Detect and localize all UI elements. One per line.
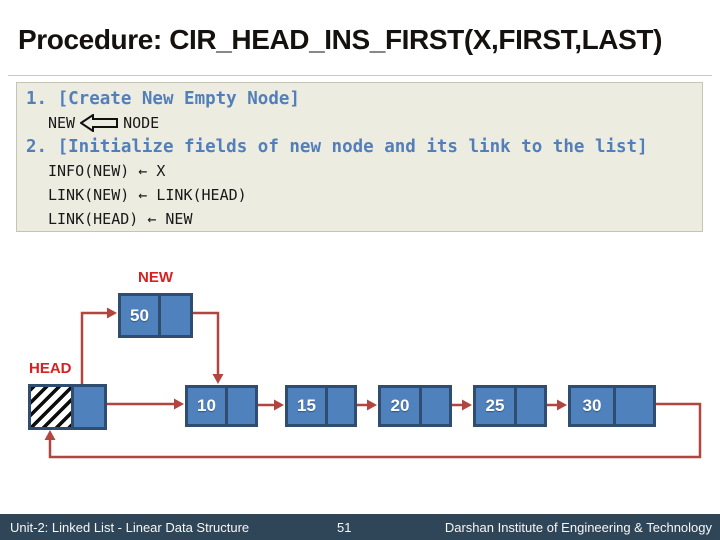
- node-link-cell: [422, 388, 449, 424]
- node-info-cell: 25: [476, 388, 517, 424]
- arrowhead-into-new: [107, 307, 117, 319]
- head-pointer-label: HEAD: [29, 360, 72, 377]
- page-title: Procedure: CIR_HEAD_INS_FIRST(X,FIRST,LA…: [18, 24, 662, 55]
- node-10: 10: [185, 385, 258, 427]
- node-link-cell: [616, 388, 653, 424]
- connector-arrows: [44, 307, 702, 459]
- code-statement: LINK(NEW) ← LINK(HEAD): [48, 186, 247, 204]
- assign-source: NODE: [123, 114, 160, 132]
- node-link-cell: [161, 296, 190, 335]
- code-assign-line: NEW NODE: [48, 111, 702, 135]
- node-new: 50: [118, 293, 193, 338]
- arrowhead-into-15: [274, 399, 284, 411]
- linked-list-diagram: NEW HEAD 50 10 15 20 25 30: [0, 250, 720, 480]
- connector-new-to-10: [193, 311, 220, 375]
- code-statement: LINK(HEAD) ← NEW: [48, 210, 193, 228]
- node-link-cell: [328, 388, 354, 424]
- node-20: 20: [378, 385, 452, 427]
- footer-page-number: 51: [337, 519, 352, 535]
- procedure-code-block: 1. [Create New Empty Node] NEW NODE 2. […: [16, 82, 703, 232]
- footer-institute-name: Darshan Institute of Engineering & Techn…: [444, 519, 712, 535]
- node-link-cell: [228, 388, 255, 424]
- footer-bar: Unit-2: Linked List - Linear Data Struct…: [0, 514, 720, 540]
- node-25: 25: [473, 385, 547, 427]
- node-info-cell: 50: [121, 296, 161, 335]
- arrowhead-into-head-bottom: [44, 430, 56, 440]
- arrowhead-into-10-left: [174, 398, 184, 410]
- arrowhead-into-25: [462, 399, 472, 411]
- title-divider: [8, 75, 712, 76]
- node-link-cell: [517, 388, 544, 424]
- connector-head-to-new: [80, 311, 108, 384]
- assign-target: NEW: [48, 114, 76, 132]
- code-statement: INFO(NEW) ← X: [48, 162, 166, 180]
- footer-course-title: Unit-2: Linked List - Linear Data Struct…: [10, 519, 250, 535]
- code-step-2: 2. [Initialize fields of new node and it…: [26, 137, 648, 157]
- arrowhead-into-30: [557, 399, 567, 411]
- node-30: 30: [568, 385, 656, 427]
- arrowhead-into-20: [367, 399, 377, 411]
- node-info-cell: 10: [188, 388, 228, 424]
- head-hatched-cell: [31, 387, 74, 427]
- connector-30-to-head-circular: [48, 402, 702, 459]
- arrowhead-into-10-top: [212, 374, 224, 384]
- new-pointer-label: NEW: [138, 269, 173, 286]
- node-head: [28, 384, 107, 430]
- node-15: 15: [285, 385, 357, 427]
- node-info-cell: 30: [571, 388, 616, 424]
- node-info-cell: 15: [288, 388, 328, 424]
- node-link-cell: [74, 387, 104, 427]
- left-block-arrow-icon: [80, 114, 119, 132]
- code-step-1: 1. [Create New Empty Node]: [26, 89, 300, 109]
- node-info-cell: 20: [381, 388, 422, 424]
